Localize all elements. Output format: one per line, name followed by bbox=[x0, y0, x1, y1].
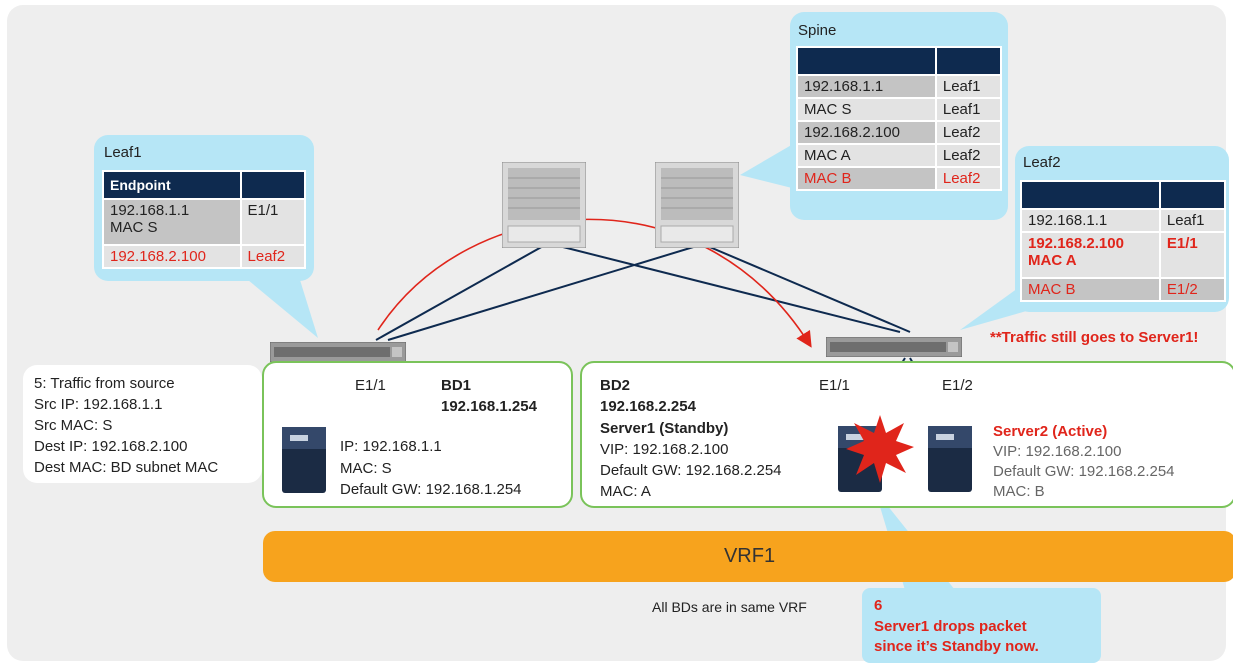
step6-note: 6 Server1 drops packet since it’s Standb… bbox=[862, 588, 1101, 663]
leaf1-callout-tail bbox=[248, 280, 318, 338]
table-cell-endpoint: 192.168.1.1 bbox=[796, 74, 937, 99]
table-cell-location: Leaf2 bbox=[934, 120, 1003, 145]
bd2-port1-label: E1/1 bbox=[819, 377, 850, 394]
table-cell-location: Leaf1 bbox=[934, 74, 1003, 99]
table-cell-location: Leaf2 bbox=[934, 166, 1003, 191]
bd1-subnet: 192.168.1.254 bbox=[441, 398, 537, 415]
table-cell-location: E1/2 bbox=[1158, 277, 1227, 302]
table-cell-location: Leaf1 bbox=[934, 97, 1003, 122]
traffic-warning-note: **Traffic still goes to Server1! bbox=[990, 329, 1199, 346]
spine-callout-title: Spine bbox=[798, 22, 837, 39]
leaf2-callout-title: Leaf2 bbox=[1023, 154, 1061, 171]
table-row: 192.168.2.100 Leaf2 bbox=[102, 244, 307, 269]
table-cell-endpoint: MAC B bbox=[1020, 277, 1161, 302]
vrf-label: VRF1 bbox=[723, 545, 776, 567]
table-header-row bbox=[1020, 180, 1227, 210]
bd2-subnet: 192.168.2.254 bbox=[600, 398, 696, 415]
link-leaf1-spine1 bbox=[375, 244, 546, 341]
source-dest-ip: Dest IP: 192.168.2.100 bbox=[34, 438, 188, 455]
source-src-ip: Src IP: 192.168.1.1 bbox=[34, 396, 163, 413]
bd2-domain bbox=[580, 361, 1233, 508]
leaf1-endpoint-table: Endpoint 192.168.1.1 MAC S E1/1 192.168.… bbox=[102, 170, 307, 269]
bd2-port2-label: E1/2 bbox=[942, 377, 973, 394]
traffic-arc-arrow bbox=[377, 218, 812, 348]
table-header-row bbox=[796, 46, 1003, 76]
table-row: 192.168.1.1 MAC S E1/1 bbox=[102, 198, 307, 246]
table-cell-endpoint: 192.168.1.1 MAC S bbox=[102, 198, 242, 246]
step6-line2: since it’s Standby now. bbox=[874, 638, 1039, 655]
table-cell-endpoint: 192.168.2.100 MAC A bbox=[1020, 231, 1161, 279]
source-traffic-box: 5: Traffic from source Src IP: 192.168.1… bbox=[23, 365, 262, 483]
server2-gw: Default GW: 192.168.2.254 bbox=[993, 463, 1175, 480]
server2-icon bbox=[928, 426, 972, 492]
bd1-host-gw: Default GW: 192.168.1.254 bbox=[340, 481, 522, 498]
link-leaf2-spine1 bbox=[554, 244, 901, 333]
bd1-host-server-icon bbox=[282, 427, 326, 493]
vrf-bar: VRF1 bbox=[263, 531, 1233, 582]
server1-mac: MAC: A bbox=[600, 483, 651, 500]
leaf1-switch-icon bbox=[270, 342, 406, 362]
table-cell-endpoint: 192.168.1.1 bbox=[1020, 208, 1161, 233]
table-cell-location: E1/1 bbox=[239, 198, 307, 246]
drop-burst-icon bbox=[846, 415, 914, 483]
table-cell-endpoint: 192.168.2.100 bbox=[796, 120, 937, 145]
source-src-mac: Src MAC: S bbox=[34, 417, 113, 434]
bd1-host-ip: IP: 192.168.1.1 bbox=[340, 438, 442, 455]
table-header-cell bbox=[1158, 180, 1227, 210]
table-header-row: Endpoint bbox=[102, 170, 307, 200]
spine2-switch-icon bbox=[655, 162, 739, 248]
leaf2-switch-icon bbox=[826, 337, 962, 357]
link-leaf1-spine2 bbox=[387, 244, 701, 341]
server1-gw: Default GW: 192.168.2.254 bbox=[600, 462, 782, 479]
link-leaf2-spine2 bbox=[704, 244, 911, 333]
leaf1-callout-title: Leaf1 bbox=[104, 144, 142, 161]
bd1-name: BD1 bbox=[441, 377, 472, 394]
table-cell-location: E1/1 bbox=[1158, 231, 1227, 279]
server2-title: Server2 (Active) bbox=[993, 423, 1108, 440]
source-step-title: 5: Traffic from source bbox=[34, 375, 175, 392]
step6-line1: Server1 drops packet bbox=[874, 618, 1027, 635]
table-header-cell: Endpoint bbox=[102, 170, 242, 200]
table-header-cell bbox=[796, 46, 937, 76]
server1-vip: VIP: 192.168.2.100 bbox=[600, 441, 729, 458]
bd1-host-mac: MAC: S bbox=[340, 460, 392, 477]
step6-number: 6 bbox=[874, 597, 883, 614]
table-cell-location: Leaf2 bbox=[239, 244, 307, 269]
spine1-switch-icon bbox=[502, 162, 586, 248]
table-cell-location: Leaf2 bbox=[934, 143, 1003, 168]
spine-callout-tail bbox=[740, 140, 800, 190]
table-cell-endpoint: MAC B bbox=[796, 166, 937, 191]
table-cell-endpoint: MAC A bbox=[796, 143, 937, 168]
table-header-cell bbox=[1020, 180, 1161, 210]
bd2-name: BD2 bbox=[600, 377, 631, 394]
server2-mac: MAC: B bbox=[993, 483, 1045, 500]
server2-vip: VIP: 192.168.2.100 bbox=[993, 443, 1122, 460]
vrf-note: All BDs are in same VRF bbox=[652, 599, 807, 615]
server1-title: Server1 (Standby) bbox=[600, 420, 729, 437]
table-cell-endpoint: 192.168.2.100 bbox=[102, 244, 242, 269]
table-cell-location: Leaf1 bbox=[1158, 208, 1227, 233]
table-header-cell bbox=[934, 46, 1003, 76]
source-dest-mac: Dest MAC: BD subnet MAC bbox=[34, 459, 219, 476]
table-cell-endpoint: MAC S bbox=[796, 97, 937, 122]
table-header-cell bbox=[239, 170, 307, 200]
bd1-port-label: E1/1 bbox=[355, 377, 386, 394]
